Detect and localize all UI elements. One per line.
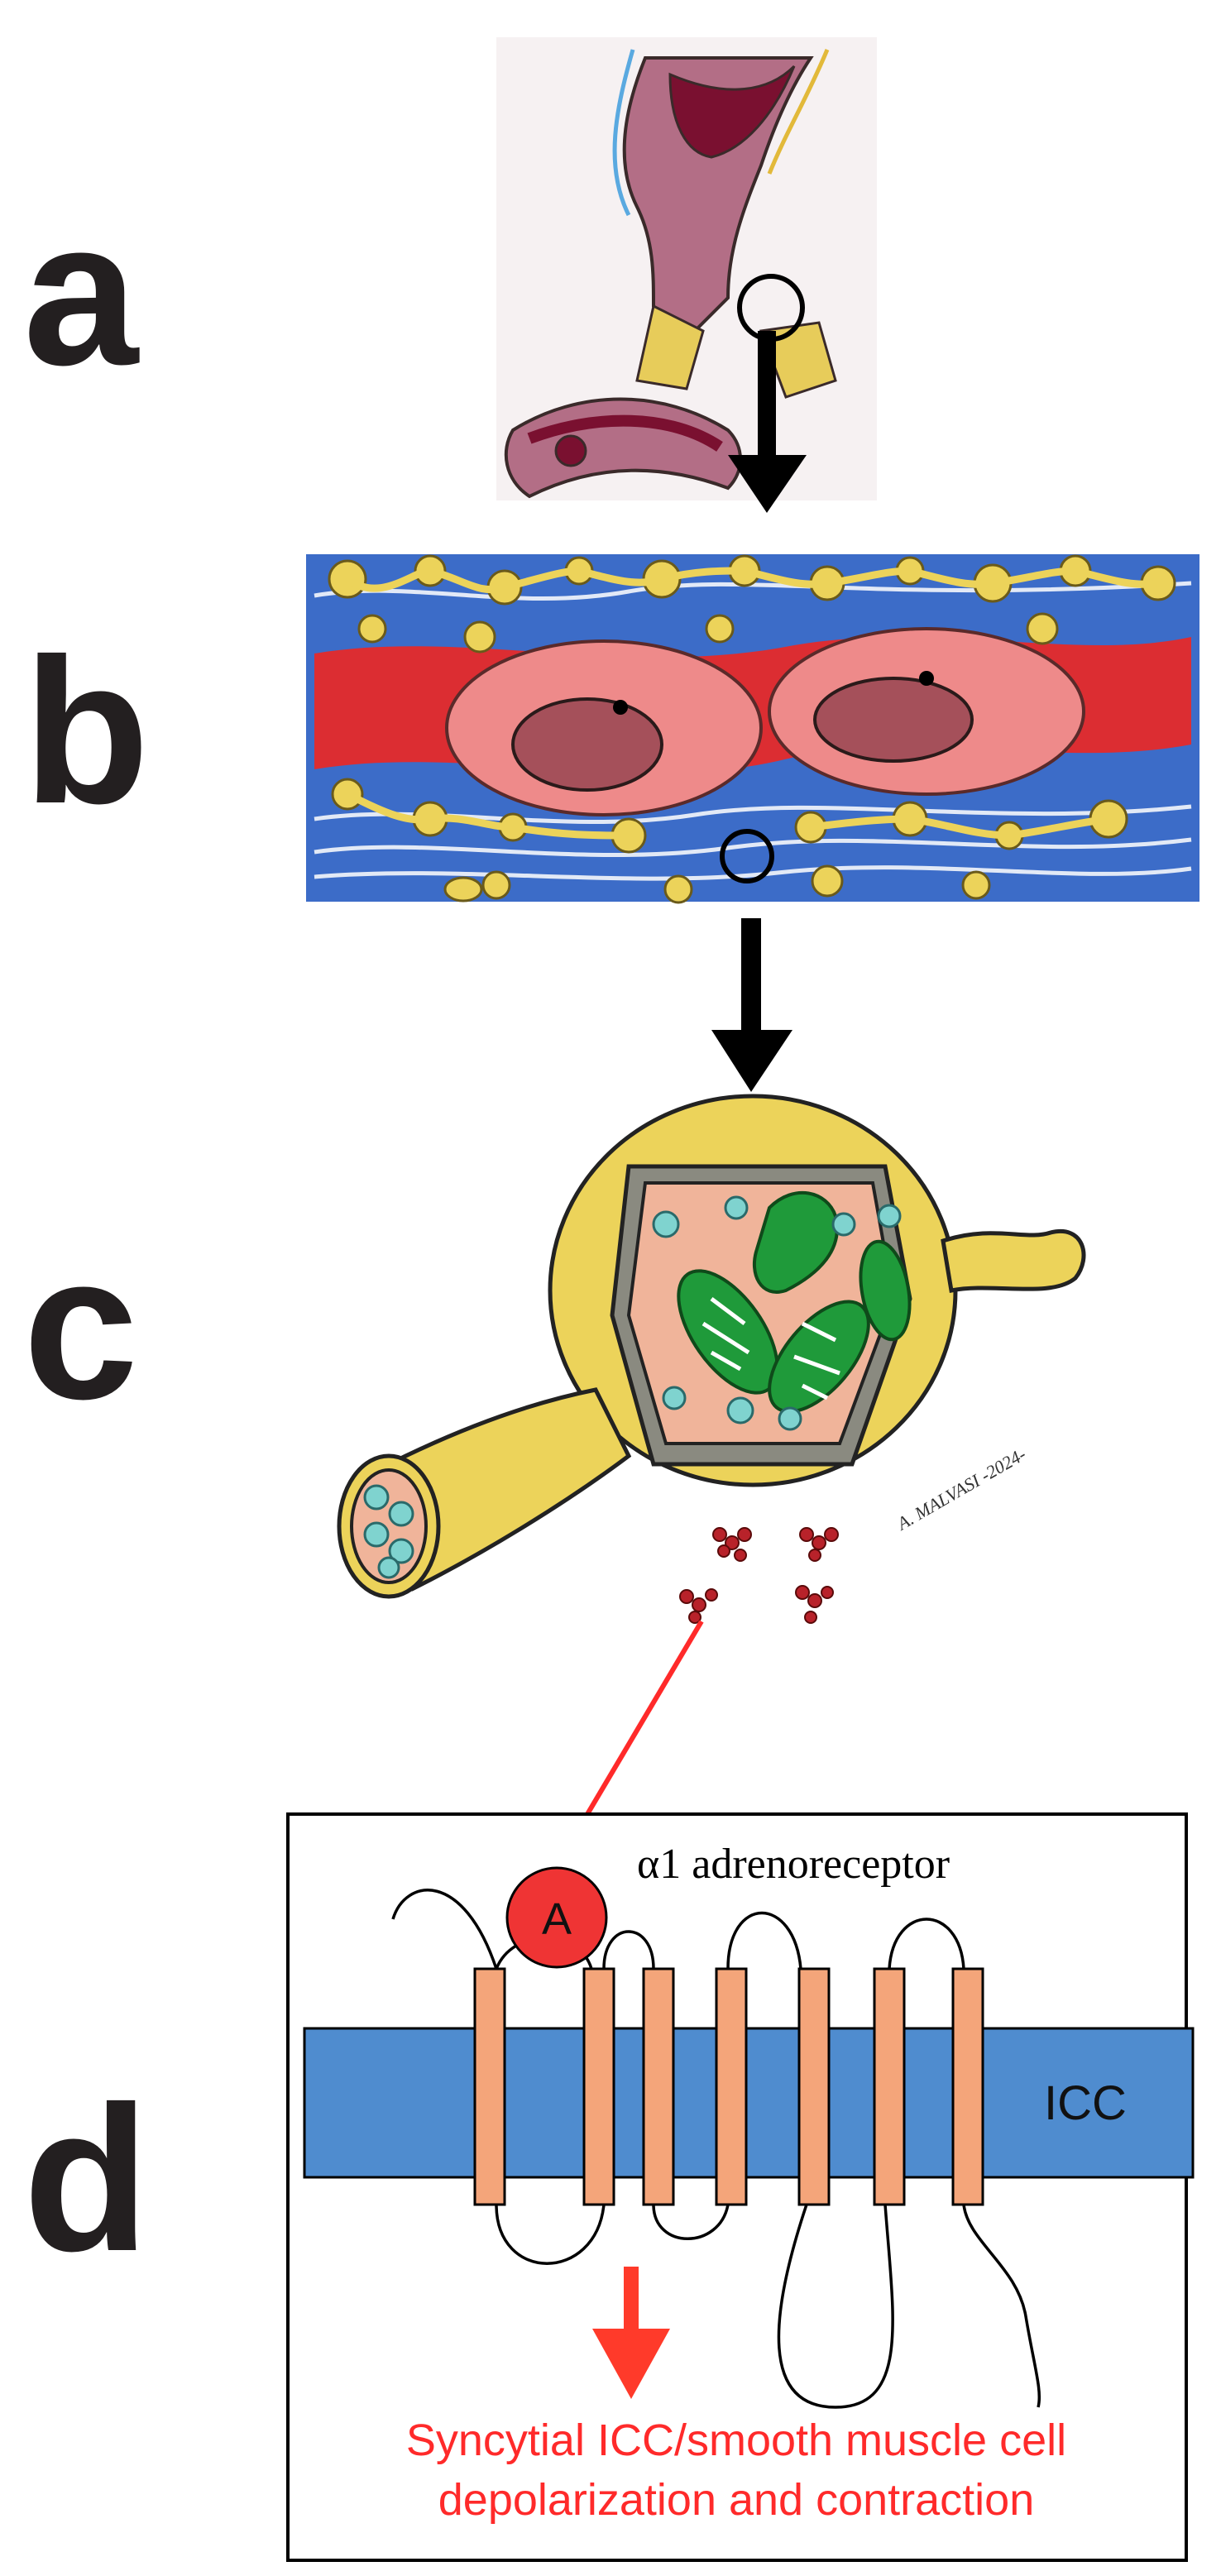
- transmembrane-helices: [473, 1967, 984, 2206]
- agonist-label: A: [542, 1894, 572, 1944]
- tm-helix-1: [473, 1967, 506, 2206]
- outcome-text-line-1: Syncytial ICC/smooth muscle cell: [406, 2416, 1066, 2465]
- artist-signature: A. MALVASI -2024-: [892, 1444, 1029, 1535]
- outcome-text-line-2: depolarization and contraction: [438, 2475, 1034, 2525]
- tm-helix-4: [715, 1967, 748, 2206]
- arrow-b-to-c: [711, 918, 792, 1092]
- panel-label-b: b: [23, 615, 150, 846]
- receptor-schematic-panel: ICC A α1 adrenoreceptor: [286, 1812, 1195, 2562]
- icc-membrane: [303, 2027, 1195, 2179]
- receptor-title: α1 adrenoreceptor: [637, 1841, 950, 1888]
- tm-helix-2: [582, 1967, 615, 2206]
- panel-label-a: a: [23, 177, 140, 408]
- tm-helix-5: [797, 1967, 831, 2206]
- signal-down-arrow: [592, 2267, 670, 2399]
- tm-helix-3: [642, 1967, 675, 2206]
- icc-ultrastructure-illustration: A. MALVASI -2024-: [337, 1094, 1086, 1624]
- icc-membrane-label: ICC: [1044, 2076, 1127, 2130]
- agonist-ligand: [505, 1866, 608, 1969]
- receptor-loops: [391, 1889, 1041, 2409]
- rectum-anatomy-illustration: [496, 37, 877, 500]
- arrow-a-to-b: [728, 331, 807, 513]
- tissue-section-illustration: [306, 554, 1199, 904]
- tm-helix-7: [951, 1967, 984, 2206]
- tm-helix-6: [873, 1967, 906, 2206]
- panel-label-d: d: [23, 2063, 150, 2294]
- release-connector-line: [577, 1620, 704, 1830]
- panel-label-c: c: [23, 1211, 138, 1442]
